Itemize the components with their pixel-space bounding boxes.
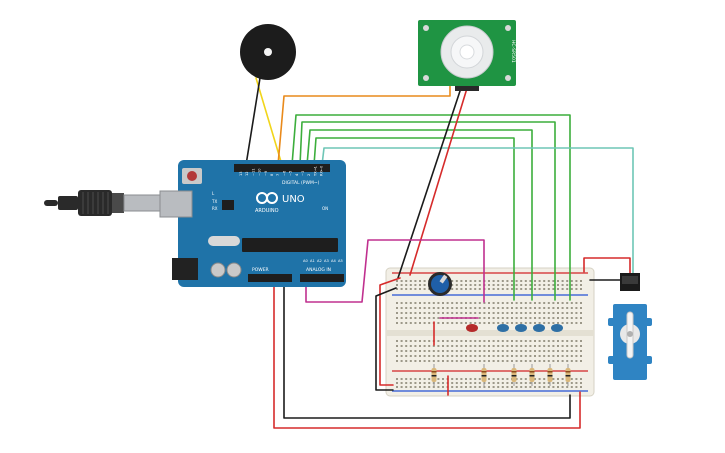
wire-teal-servo [321, 147, 634, 276]
digital-pin-label: 4 [295, 173, 299, 176]
usb-port [159, 190, 193, 218]
led-red[interactable] [466, 324, 478, 332]
arduino-uno[interactable]: UNO ARDUINO DIGITAL (PWM~) POWER ANALOG … [159, 160, 346, 287]
resistor[interactable] [529, 364, 535, 386]
resistor[interactable] [565, 364, 571, 386]
digital-pin-label: RX←0 [320, 165, 324, 176]
power-header-label: POWER [252, 267, 269, 273]
breadboard[interactable] [385, 267, 595, 397]
arduino-logo-icon [256, 192, 278, 204]
led-blue[interactable] [551, 324, 563, 332]
resistor-group [431, 364, 571, 386]
led-blue[interactable] [515, 324, 527, 332]
analog-header-label: ANALOG IN [306, 267, 331, 273]
wire-magenta-pot [305, 239, 485, 303]
resistor[interactable] [431, 364, 437, 386]
led-blue-group [497, 324, 563, 332]
pir-model-label: HC-SR501 [510, 40, 516, 63]
digital-pin-label: ~11 [251, 168, 255, 176]
rx-label: RX [212, 206, 218, 211]
led-blue[interactable] [533, 324, 545, 332]
wires [245, 77, 634, 429]
resistor[interactable] [511, 364, 517, 386]
on-label: ON [322, 206, 328, 211]
digital-pin-label: 12 [245, 171, 249, 176]
analog-header-pins [300, 274, 344, 282]
usb-cable-icon [44, 190, 161, 216]
digital-pin-label: ~6 [282, 170, 286, 176]
analog-pin-label: A4 [331, 259, 336, 263]
digital-pin-label: ~3 [301, 171, 305, 176]
digital-pin-label: TX→1 [313, 166, 317, 177]
wire-red-pir [409, 84, 469, 276]
wire-green-1 [291, 114, 571, 301]
analog-pin-label: A3 [324, 259, 329, 263]
potentiometer-icon[interactable] [428, 272, 452, 296]
digital-pin-label: 7 [276, 174, 280, 176]
arduino-brand: UNO [282, 194, 305, 205]
wire-black-pir [397, 84, 463, 279]
analog-pin-label: A5 [338, 259, 343, 263]
l-label: L [212, 191, 215, 196]
atmega-chip [242, 238, 338, 252]
led-blue[interactable] [497, 324, 509, 332]
digital-pin-label: 8 [270, 173, 274, 176]
wire-red-rail [379, 277, 401, 386]
power-header-pins [248, 274, 292, 282]
wire-red-5v [273, 282, 581, 429]
digital-pin-label: 2 [307, 174, 311, 176]
arduino-maker: ARDUINO [255, 208, 279, 214]
power-jack [172, 258, 198, 280]
breadboard-holes [396, 280, 582, 388]
wire-yellow-buzzer [255, 77, 283, 166]
analog-pin-label: A1 [310, 259, 315, 263]
crystal [208, 236, 240, 246]
wire-black-rail [375, 287, 397, 391]
digital-pin-label: ~10 [258, 168, 262, 176]
wire-green-3 [306, 129, 533, 301]
analog-pin-label: A2 [317, 259, 322, 263]
wire-orange-pir [277, 84, 451, 166]
reset-button[interactable] [187, 171, 197, 181]
capacitor-1 [210, 262, 226, 278]
wire-green-2 [299, 121, 556, 301]
wire-green-4 [313, 137, 515, 301]
digital-header [234, 164, 330, 172]
capacitor-2 [226, 262, 242, 278]
digital-pin-label: ~9 [264, 170, 268, 176]
digital-pin-label: 13 [239, 171, 243, 176]
buzzer-icon[interactable] [240, 24, 296, 80]
analog-pin-label: A0 [303, 259, 308, 263]
pir-sensor-icon[interactable]: HC-SR501 [418, 20, 516, 91]
wire-black-buzzer [245, 77, 261, 166]
tx-label: TX [211, 199, 217, 204]
resistor[interactable] [481, 364, 487, 386]
servo-motor-icon[interactable] [608, 273, 652, 380]
digital-header-label: DIGITAL (PWM~) [282, 180, 320, 186]
usb-chip [222, 200, 234, 210]
wire-black-gnd [283, 282, 571, 419]
digital-pin-label: ~5 [289, 171, 293, 176]
resistor[interactable] [547, 364, 553, 386]
wire-red-servo [583, 257, 631, 276]
